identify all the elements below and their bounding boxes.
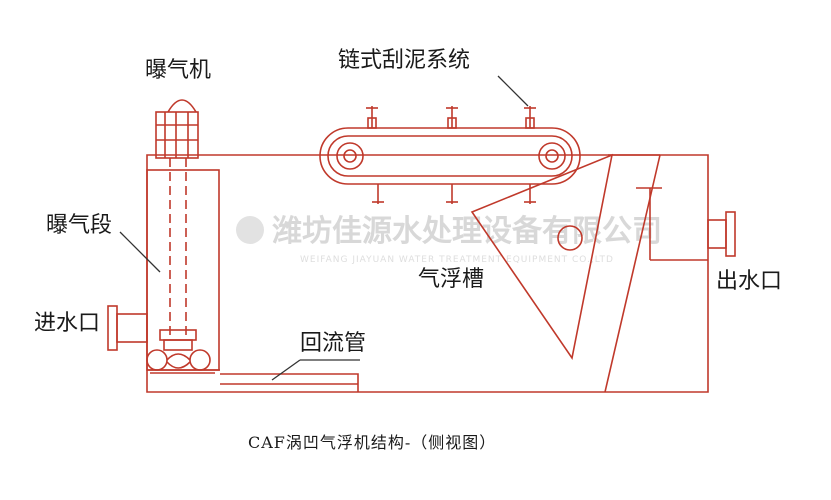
impeller-icon bbox=[146, 329, 211, 371]
outlet-baffle bbox=[636, 187, 708, 261]
watermark-subtext: WEIFANG JIAYUAN WATER TREATMENT EQUIPMEN… bbox=[300, 255, 614, 265]
diagram-caption: CAF涡凹气浮机结构-（侧视图） bbox=[248, 433, 496, 452]
watermark-text: 潍坊佳源水处理设备有限公司 bbox=[272, 214, 662, 249]
label-outlet: 出水口 bbox=[716, 269, 782, 294]
watermark-logo-icon bbox=[236, 216, 264, 244]
sludge-hopper bbox=[470, 153, 661, 393]
label-return-pipe: 回流管 bbox=[300, 331, 366, 356]
aeration-shaft bbox=[169, 158, 187, 335]
label-chain-scraper: 链式刮泥系统 bbox=[338, 48, 470, 73]
label-aeration-section: 曝气段 bbox=[46, 213, 112, 238]
label-inlet: 进水口 bbox=[34, 311, 100, 336]
aerator-motor-icon bbox=[155, 99, 199, 159]
chain-scraper-icon bbox=[319, 106, 581, 204]
aeration-column bbox=[146, 169, 220, 374]
outlet-pipe-icon bbox=[707, 211, 736, 257]
inlet-pipe-icon bbox=[107, 305, 148, 351]
label-flotation-tank: 气浮槽 bbox=[418, 267, 484, 292]
return-pipe-icon bbox=[220, 373, 359, 392]
label-aerator: 曝气机 bbox=[145, 58, 211, 83]
leader-lines bbox=[119, 75, 529, 381]
